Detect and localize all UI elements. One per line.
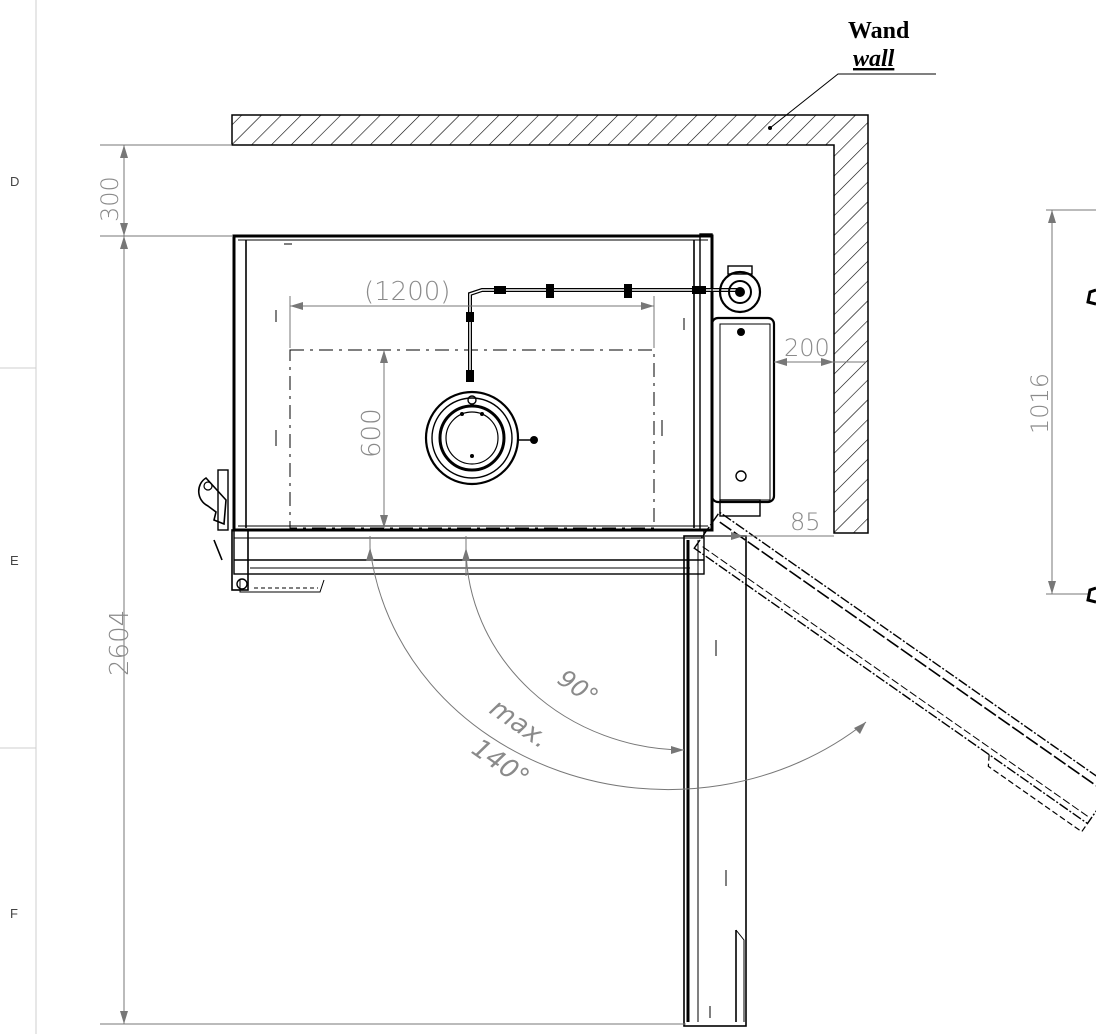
zone-label-d: D — [10, 174, 19, 189]
cabinet-body — [232, 234, 714, 532]
dim-1200: (1200) — [289, 277, 655, 348]
dim-2604-label: 2604 — [105, 610, 135, 676]
wall — [231, 114, 869, 534]
wall-label-de: Wand — [848, 18, 910, 44]
dim-600: 600 — [357, 350, 388, 528]
door-140 — [693, 511, 1096, 833]
dim-85-label: 85 — [790, 508, 821, 536]
dim-300: 300 — [96, 144, 232, 237]
arc-90 — [465, 547, 685, 751]
wall-callout: Wand wall — [768, 18, 936, 130]
dim-200: 200 — [774, 334, 866, 366]
dim-85: 85 — [704, 508, 834, 540]
zone-label-e: E — [10, 553, 19, 568]
wall-leader-line — [769, 73, 936, 129]
burner — [424, 390, 538, 486]
dim-600-label: 600 — [357, 408, 387, 458]
dim-1016-label: 1016 — [1026, 373, 1054, 434]
arc-140 — [369, 547, 867, 791]
dim-1200-label: (1200) — [364, 277, 450, 307]
left-handle — [197, 469, 249, 591]
wall-hatch — [231, 114, 869, 534]
drawing-frame: D E F — [0, 0, 37, 1034]
zone-label-f: F — [10, 906, 18, 921]
door-90 — [683, 535, 747, 1027]
dim-1016: 1016 — [1026, 209, 1096, 604]
cabinet-outline — [232, 234, 714, 532]
dim-300-label: 300 — [96, 176, 124, 222]
dim-2604: 2604 — [100, 236, 686, 1025]
dim-200-label: 200 — [784, 334, 830, 362]
angle-90-label: 90° — [553, 664, 604, 711]
gas-pipe — [466, 284, 740, 382]
control-unit — [699, 233, 776, 531]
wall-label-en: wall — [853, 46, 895, 72]
